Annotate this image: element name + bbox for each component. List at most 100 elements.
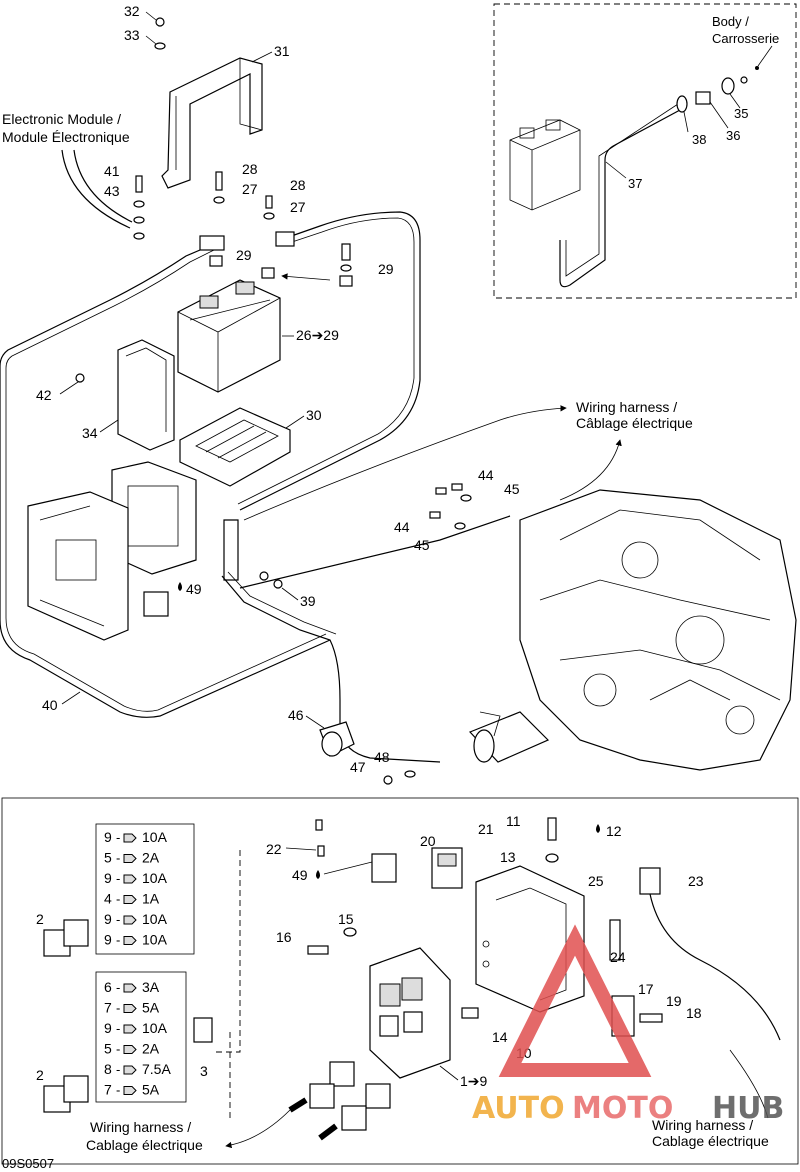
fuse-rating: 10A [142, 1020, 168, 1036]
oil-drop-icon [316, 870, 320, 879]
fuse-icon [123, 915, 137, 925]
callout-28b: 28 [290, 177, 306, 193]
automotohub-watermark: AUTO MOTO HUB [472, 924, 784, 1126]
fuse-dash: - [116, 912, 120, 927]
fuse-position: 5 [104, 850, 112, 866]
fuse-position: 8 [104, 1061, 112, 1077]
fuse-rating: 7.5A [142, 1061, 171, 1077]
callout-45a: 45 [504, 481, 520, 497]
bolt-11 [547, 817, 557, 841]
fuse-box-module [369, 947, 451, 1079]
callout-32: 32 [124, 3, 140, 19]
fuse-holder [143, 519, 239, 617]
fuse-table-1-frame [95, 823, 195, 955]
fuse-icon [123, 1045, 137, 1054]
callout-18: 18 [686, 1005, 702, 1021]
callout-42: 42 [36, 387, 52, 403]
screws-22 [315, 819, 325, 857]
sensor-23 [639, 867, 781, 1041]
washer-33 [154, 42, 166, 50]
fuse-dash: - [116, 1083, 120, 1098]
vent-tube [559, 109, 681, 288]
fuse-dash: - [116, 892, 120, 907]
relay-21 [431, 847, 463, 889]
battery-bracket-31 [161, 57, 263, 189]
callout-38: 38 [692, 132, 706, 147]
fuse-position: 5 [104, 1041, 112, 1057]
wiring-harness-bl-2: Cablage électrique [86, 1137, 203, 1153]
callout-11: 11 [506, 813, 521, 829]
callout-48: 48 [374, 749, 390, 765]
wiring-harness-top-1: Wiring harness / [576, 399, 677, 415]
callout-44a: 44 [478, 467, 494, 483]
callout-21: 21 [478, 821, 494, 837]
bolt-29 [341, 243, 351, 261]
callout-49b: 49 [292, 867, 308, 883]
relay-20 [371, 853, 397, 883]
callout-2b: 2 [36, 1067, 44, 1083]
callout-34: 34 [82, 425, 98, 441]
harness-connectors [288, 1061, 391, 1141]
callout-15: 15 [338, 911, 354, 927]
watermark-auto: AUTO [472, 1091, 565, 1126]
callout-49a: 49 [186, 581, 202, 597]
callout-33: 33 [124, 27, 140, 43]
body-point [755, 66, 759, 70]
fuse-rating: 5A [142, 1082, 160, 1098]
oil-drop-icon [178, 582, 182, 591]
fuse-puller-3 [193, 1017, 213, 1043]
callout-2a: 2 [36, 911, 44, 927]
fuse-rating: 10A [142, 870, 168, 886]
callout-17: 17 [638, 981, 654, 997]
electronic-module-label-1: Electronic Module / [2, 111, 121, 127]
callout-43: 43 [104, 183, 120, 199]
fuse-dash: - [116, 871, 120, 886]
fuse-dash: - [116, 851, 120, 866]
callout-13: 13 [500, 849, 516, 865]
callout-23: 23 [688, 873, 704, 889]
battery-cover-34 [117, 339, 175, 451]
callout-41: 41 [104, 163, 120, 179]
electronic-module-label-2: Module Électronique [2, 129, 130, 145]
fuse-icon [123, 1086, 137, 1095]
figure-code: 09S0507 [2, 1156, 54, 1171]
fuse-icon [123, 936, 137, 945]
body-label-1: Body / [712, 14, 749, 29]
ground-cable-40 [0, 243, 331, 718]
callout-31: 31 [274, 43, 290, 59]
oil-drop-icon [596, 824, 600, 833]
fuse-rating: 1A [142, 891, 160, 907]
fuse-position: 9 [104, 932, 112, 948]
body-inset-frame [493, 3, 797, 299]
nut-32 [155, 17, 165, 27]
callout-28a: 28 [242, 161, 258, 177]
fuse-position: 7 [104, 1000, 112, 1016]
fuse-position: 4 [104, 891, 112, 907]
starter-cable [221, 575, 441, 763]
clip-14 [461, 1007, 479, 1019]
callout-16: 16 [276, 929, 292, 945]
callout-47: 47 [350, 759, 366, 775]
fuse-position: 6 [104, 979, 112, 995]
callout-39: 39 [300, 593, 316, 609]
callout-12: 12 [606, 823, 622, 839]
fuse-icon [123, 854, 137, 863]
fuse-dash: - [116, 830, 120, 845]
fuse-dash: - [116, 1062, 120, 1077]
fuse-position: 9 [104, 870, 112, 886]
fuse-position: 7 [104, 1082, 112, 1098]
bolt-41 [135, 175, 143, 193]
positive-cable [239, 211, 421, 511]
starter-motor [468, 711, 550, 763]
watermark-moto: MOTO [572, 1091, 673, 1126]
fuse-icon [123, 1065, 137, 1075]
wiring-harness-bl-1: Wiring harness / [90, 1119, 191, 1135]
fuse-cover-2b [43, 1075, 89, 1113]
callout-24: 24 [610, 949, 626, 965]
fuse-dash: - [116, 1042, 120, 1057]
callout-27a: 27 [242, 181, 258, 197]
callout-27b: 27 [290, 199, 306, 215]
